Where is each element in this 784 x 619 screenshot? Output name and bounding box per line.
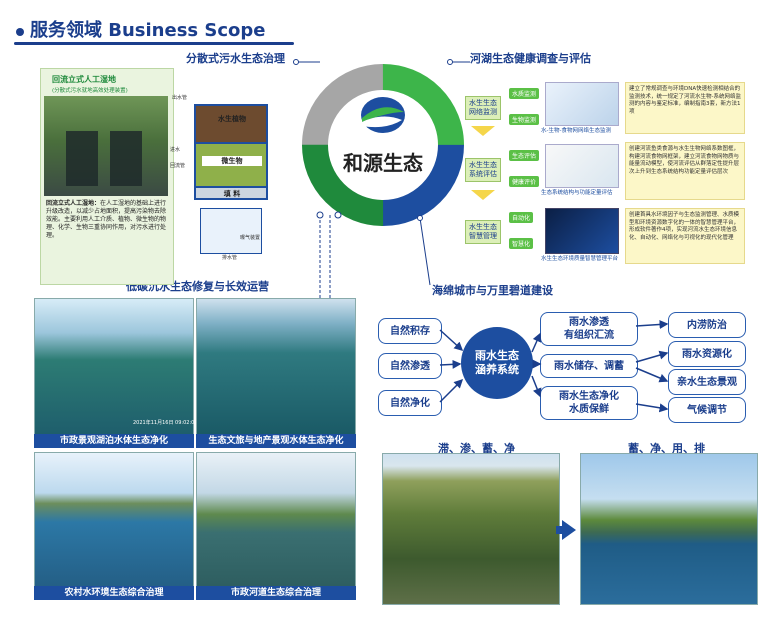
sponge-output-4: 气候调节 (668, 397, 746, 423)
title-underline (14, 42, 294, 45)
assessment-row-1-label: 水生生态 网络监测 (465, 96, 501, 120)
arrow-right-icon (562, 520, 576, 540)
right-bottom-label: 蓄、净、用、排 (628, 442, 705, 455)
brand-logo-icon (361, 97, 405, 133)
sponge-input-2: 自然渗透 (378, 353, 442, 379)
assessment-row-1-image (545, 82, 619, 126)
diagram-outlet: 排水管 (222, 255, 238, 261)
diagram-inlet: 进水 (170, 147, 181, 153)
assessment-row-2-caption: 生态系统结构与功能定量评估 (541, 190, 613, 196)
photo-caption-1: 市政景观湖泊水体生态净化 (34, 434, 194, 448)
wetland-photo (44, 96, 168, 196)
diagram-plants: 水生植物 (218, 115, 246, 123)
sponge-output-1: 内涝防治 (668, 312, 746, 338)
assessment-panel: 水生生态 网络监测 水质监测 生物监测 水-生物-食物网网络生态监测 建立了常规… (455, 78, 780, 278)
left-bottom-label: 滞、渗、蓄、净 (438, 442, 515, 455)
diagram-microbes: 微生物 (202, 156, 262, 166)
wetland-diagram: 水生植物 微生物 填 料 曝气装置 出水管 进水 回流管 排水管 (170, 92, 282, 262)
photo-rain-garden (382, 453, 560, 605)
wetland-desc-text: 在人工湿地的基础上进行升级改造，以减少占地面积，提高污染物去除效能。主要利用人工… (46, 200, 167, 239)
diagram-return: 回流管 (170, 163, 186, 169)
label-sponge-city: 海绵城市与万里碧道建设 (432, 284, 553, 297)
assessment-row-2-image (545, 144, 619, 188)
brand-name: 和源生态 (343, 151, 423, 175)
label-river-lake-assessment: 河湖生态健康调查与评估 (470, 52, 591, 65)
page-title: 服务领域 Business Scope (30, 20, 266, 41)
arrow-shaft (556, 526, 564, 534)
photo-caption-3: 农村水环境生态综合治理 (34, 586, 194, 600)
sponge-middle-2: 雨水储存、调蓄 (540, 354, 638, 378)
assessment-row-3-caption: 水生生态环境质量智慧管理平台 (541, 256, 619, 262)
wetland-title: 回流立式人工湿地 (52, 75, 116, 84)
assessment-row-1-tag-1: 水质监测 (509, 88, 540, 99)
chevron-down-icon (471, 190, 495, 200)
sponge-middle-1: 雨水渗透 有组织汇流 (540, 312, 638, 346)
assessment-row-2-tag-2: 健康评价 (509, 176, 540, 187)
photo-municipal-lake: 2021年11月16日 09:02:00 (34, 298, 198, 435)
sponge-middle-3: 雨水生态净化 水质保鲜 (540, 386, 638, 420)
sponge-output-3: 亲水生态景观 (668, 369, 746, 395)
service-wheel (302, 64, 464, 226)
assessment-row-2-text: 创建河流鱼类食源与水生生物网络系数图框，构建河流食物网框架，建立河流食物网物质与… (625, 142, 745, 200)
assessment-row-3-tag-1: 自动化 (509, 212, 534, 223)
assessment-row-3-label: 水生生态 智慧管理 (465, 220, 501, 244)
diagram-aeration: 曝气装置 (240, 235, 261, 241)
sponge-input-3: 自然净化 (378, 390, 442, 416)
wetland-desc-bold: 回流立式人工湿地： (46, 200, 101, 207)
assessment-row-1-caption: 水-生物-食物网网络生态监测 (541, 128, 611, 134)
photo-municipal-river (196, 452, 356, 587)
wetland-description: 回流立式人工湿地：在人工湿地的基础上进行升级改造，以减少占地面积，提高污染物去除… (46, 200, 168, 240)
assessment-row-3-image (545, 208, 619, 254)
assessment-row-3-tag-2: 智慧化 (509, 238, 534, 249)
wetland-subtitle: (分散式污水就地高效处理装置) (52, 88, 128, 94)
chevron-down-icon (471, 126, 495, 136)
assessment-row-1-tag-2: 生物监测 (509, 114, 540, 125)
title-bullet (16, 28, 24, 36)
label-decentralized-sewage: 分散式污水生态治理 (186, 52, 285, 65)
photo-caption-2: 生态文旅与地产景观水体生态净化 (196, 434, 356, 448)
diagram-filler: 填 料 (223, 190, 241, 198)
assessment-row-2-tag-1: 生态评估 (509, 150, 540, 161)
sponge-center-node: 雨水生态 涵养系统 (461, 327, 533, 399)
photo-caption-4: 市政河道生态综合治理 (196, 586, 356, 600)
assessment-row-1-text: 建立了常规调查与环境DNA快速检测相结合的监测技术，统一规定了河流水生物-系统网… (625, 82, 745, 134)
diagram-outlet-top: 出水管 (172, 95, 188, 101)
assessment-row-2-label: 水生生态 系统评估 (465, 158, 501, 182)
photo-retention-lake (580, 453, 758, 605)
sponge-input-1: 自然积存 (378, 318, 442, 344)
photo-timestamp: 2021年11月16日 09:02:00 (133, 420, 198, 426)
sponge-output-2: 雨水资源化 (668, 341, 746, 367)
assessment-row-3-text: 创建首具水环境因子与生态监测管理、水质模型和环境资源数字化的一体的智慧管理平台，… (625, 208, 745, 264)
photo-eco-tourism (196, 298, 356, 435)
